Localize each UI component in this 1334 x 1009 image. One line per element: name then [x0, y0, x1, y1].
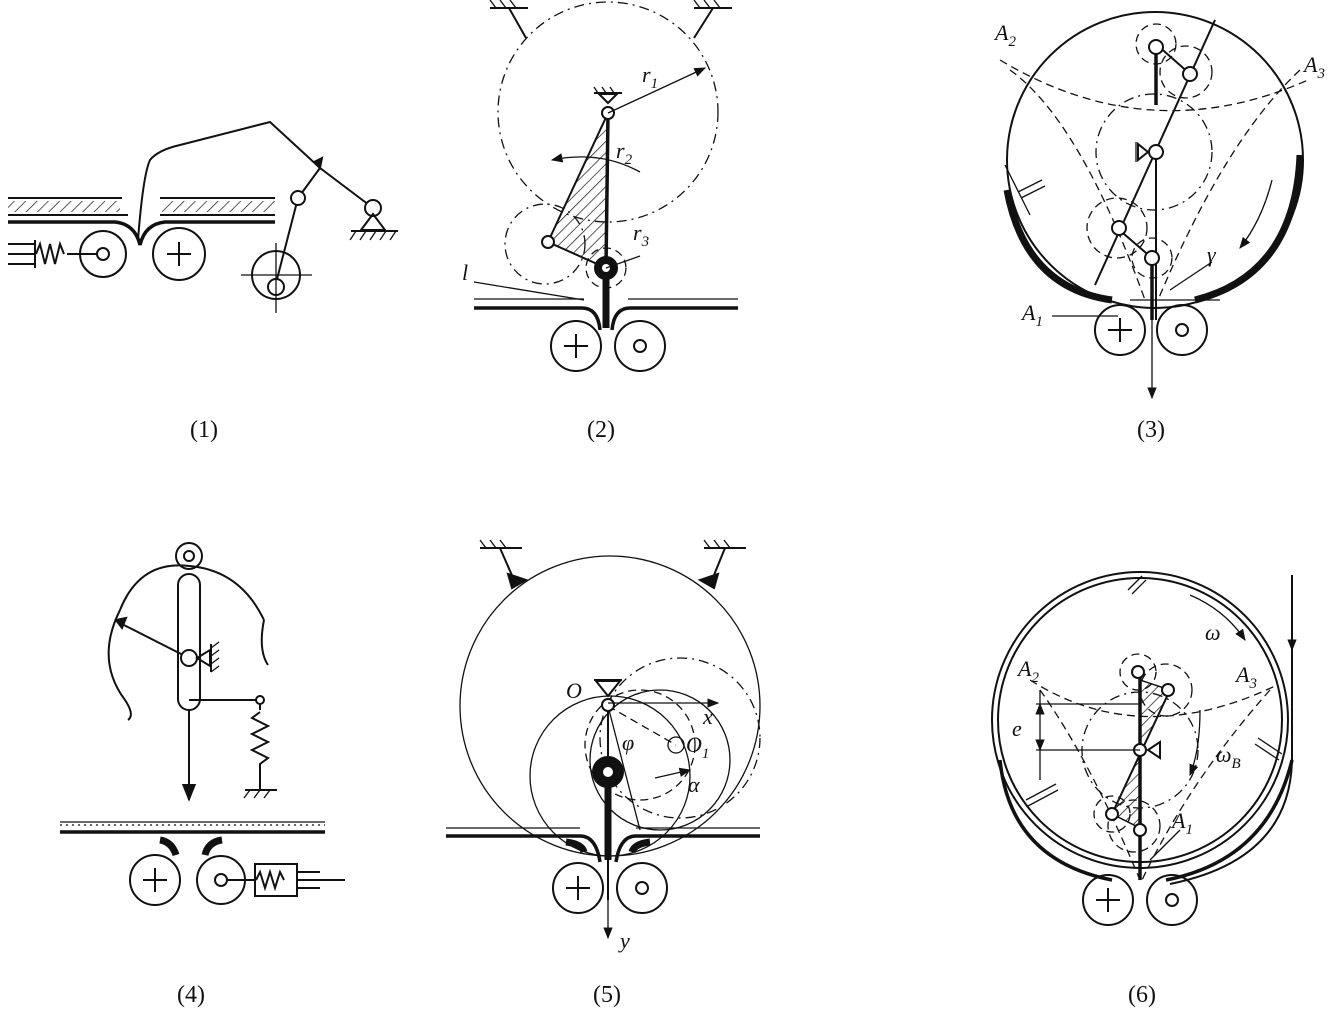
nip-rollers — [1094, 304, 1208, 356]
o1-label: O1 — [686, 732, 709, 762]
rotation-arrow — [550, 153, 641, 173]
figure-1 — [8, 120, 398, 313]
caption-1: (1) — [190, 417, 218, 443]
triangle-link — [546, 112, 610, 270]
feed-rollers — [67, 227, 206, 281]
blade-link — [592, 705, 677, 900]
a3-label: A3 — [1302, 52, 1325, 82]
frame-supports — [479, 539, 746, 590]
l-leader — [473, 281, 585, 301]
a2-label: A2 — [1016, 656, 1039, 686]
trajectory — [1009, 69, 1146, 301]
table-plates — [446, 827, 760, 863]
top-eyelet — [175, 542, 203, 570]
r1-label: r1 — [642, 62, 658, 92]
e-label: e — [1012, 716, 1022, 741]
cam-profile — [107, 609, 269, 721]
caption-3: (3) — [1137, 417, 1165, 443]
frame-supports — [489, 0, 732, 39]
linkage — [1105, 665, 1175, 880]
table-plates — [474, 298, 738, 331]
a3-label: A3 — [1234, 662, 1257, 692]
trajectory-a2-a3 — [999, 59, 1309, 112]
nip-rollers — [552, 862, 668, 914]
caption-2: (2) — [587, 417, 615, 443]
pivot-o — [593, 679, 623, 712]
r1-dimension — [607, 67, 707, 114]
table — [60, 821, 325, 857]
a2-label: A2 — [993, 20, 1016, 50]
gamma-label: γ — [1207, 242, 1217, 267]
r3-label: r3 — [633, 220, 649, 250]
nip-rollers — [550, 320, 666, 372]
nip-rollers — [129, 854, 345, 906]
blade — [594, 256, 618, 328]
l-label: l — [462, 260, 468, 285]
joint — [541, 235, 555, 249]
folding-blade-linkage — [137, 120, 374, 284]
figure-2: r1 r2 r3 l — [462, 0, 738, 372]
spring — [8, 240, 65, 268]
fabric-plates — [8, 197, 275, 246]
guide-mount — [1004, 164, 1031, 216]
figure-5: O x y φ O1 α — [446, 539, 761, 953]
figure-3: A2 A3 A1 γ — [993, 11, 1325, 400]
a1-label: A1 — [1170, 808, 1193, 838]
slotted-link — [177, 573, 201, 711]
figure-4 — [60, 542, 345, 906]
o-label: O — [566, 678, 582, 703]
phi-label: φ — [622, 730, 634, 755]
drum-guide-shoes — [1003, 154, 1304, 304]
x-label: x — [702, 704, 713, 729]
caption-4: (4) — [177, 982, 205, 1008]
outer-pitch-circle — [497, 1, 719, 223]
figure-6: ω A2 A3 e ωB A1 — [991, 571, 1297, 926]
caption-5: (5) — [593, 982, 621, 1008]
r3-dimension — [605, 255, 641, 269]
linkage — [1094, 19, 1216, 320]
caption-6: (6) — [1128, 982, 1156, 1008]
frame-pivot — [349, 199, 398, 241]
r2-label: r2 — [616, 138, 633, 168]
a1-label: A1 — [1020, 300, 1043, 330]
y-label: y — [618, 928, 630, 953]
alpha-label: α — [688, 772, 700, 797]
nip-rollers — [1082, 874, 1198, 926]
cam-curve — [119, 564, 265, 621]
rotation-arrow — [1239, 179, 1273, 249]
guide-shoes — [998, 759, 1294, 882]
crank-wheel — [241, 243, 312, 313]
omega-b-label: ωB — [1216, 742, 1241, 772]
top-pivot — [593, 86, 622, 120]
omega-label: ω — [1205, 620, 1221, 645]
central-circle — [1095, 93, 1213, 211]
